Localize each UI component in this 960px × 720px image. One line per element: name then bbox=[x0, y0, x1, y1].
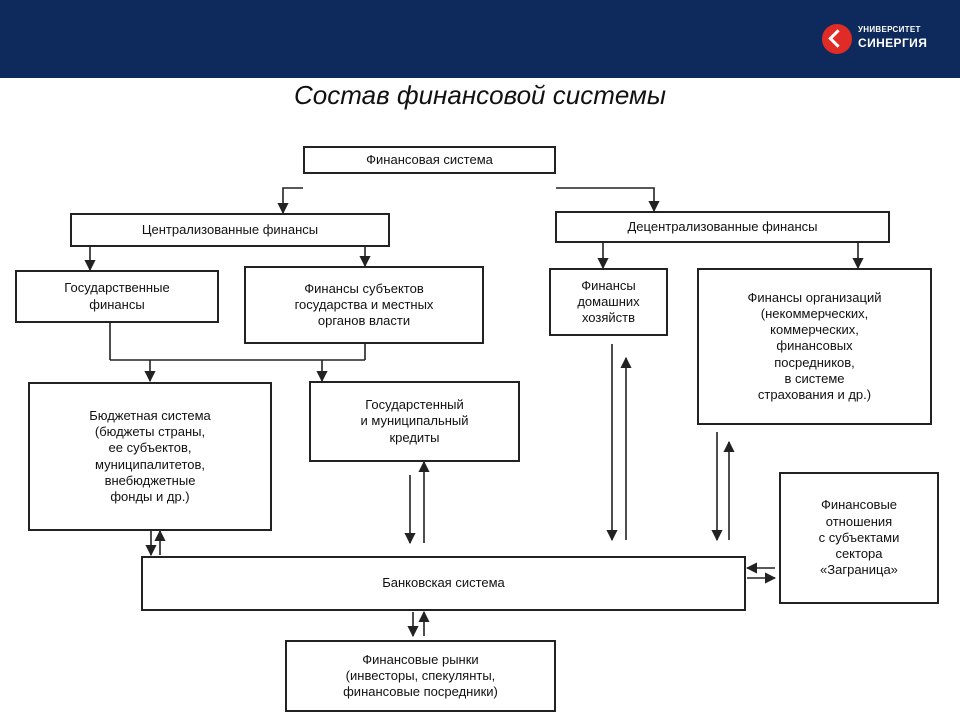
box-organization-finances: Финансы организаций (некоммерческих, ком… bbox=[697, 268, 932, 425]
synergy-logo-icon bbox=[822, 24, 852, 54]
box-financial-system: Финансовая система bbox=[303, 146, 556, 174]
box-foreign-relations: Финансовые отношения с субъектами сектор… bbox=[779, 472, 939, 604]
arrow-to-centralized bbox=[277, 187, 303, 215]
box-credit: Государстенный и муниципальный кредиты bbox=[309, 381, 520, 462]
box-household-finances: Финансы домашних хозяйств bbox=[549, 268, 668, 336]
box-subjects-finances: Финансы субъектов государства и местных … bbox=[244, 266, 484, 344]
box-centralized-finances: Централизованные финансы bbox=[70, 213, 390, 247]
header-bar: УНИВЕРСИТЕТ СИНЕРГИЯ bbox=[0, 0, 960, 78]
box-decentralized-finances: Децентрализованные финансы bbox=[555, 211, 890, 243]
slide-title: Состав финансовой системы bbox=[294, 80, 666, 110]
box-budget-system: Бюджетная система (бюджеты страны, ее су… bbox=[28, 382, 272, 531]
box-banking-system: Банковская система bbox=[141, 556, 746, 611]
logo-text-bottom: СИНЕРГИЯ bbox=[858, 36, 928, 50]
box-state-finances: Государственные финансы bbox=[15, 270, 219, 323]
university-logo: УНИВЕРСИТЕТ СИНЕРГИЯ bbox=[822, 22, 932, 58]
box-financial-markets: Финансовые рынки (инвесторы, спекулянты,… bbox=[285, 640, 556, 712]
logo-text-top: УНИВЕРСИТЕТ bbox=[858, 25, 921, 34]
arrow-to-decentralized bbox=[556, 187, 660, 213]
